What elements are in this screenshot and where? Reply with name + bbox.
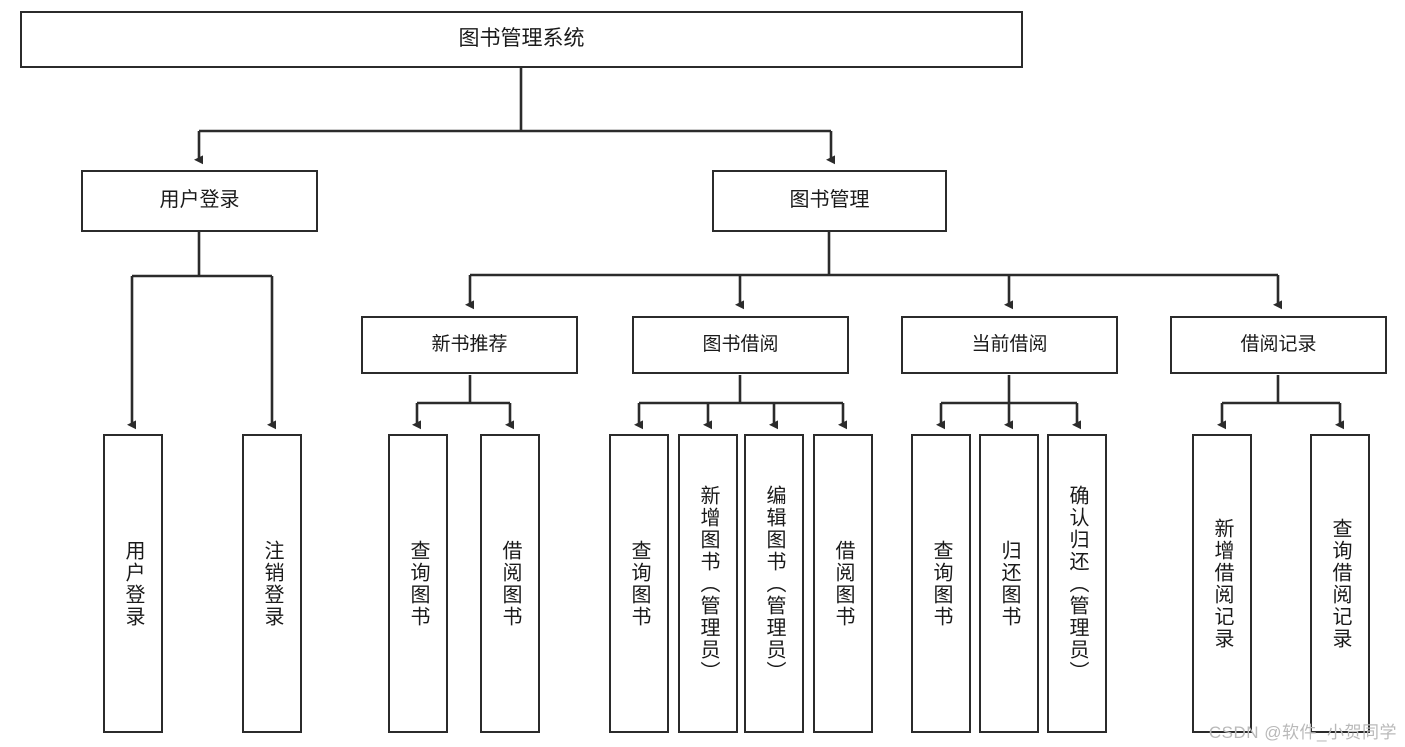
node-label: 借阅记录 bbox=[1240, 333, 1317, 355]
node-leaf-return-book[interactable]: 归还图书 bbox=[979, 434, 1039, 733]
node-leaf-query-book-3[interactable]: 查询图书 bbox=[911, 434, 971, 733]
node-new-book-recommend[interactable]: 新书推荐 bbox=[361, 316, 578, 374]
node-leaf-confirm-return[interactable]: 确认归还（管理员） bbox=[1047, 434, 1107, 733]
node-label: 查询图书 bbox=[407, 539, 429, 628]
node-label: 编辑图书（管理员） bbox=[763, 484, 785, 683]
node-leaf-edit-book[interactable]: 编辑图书（管理员） bbox=[744, 434, 804, 733]
node-label: 确认归还（管理员） bbox=[1066, 484, 1088, 683]
node-leaf-user-login[interactable]: 用户登录 bbox=[103, 434, 163, 733]
node-leaf-query-book-1[interactable]: 查询图书 bbox=[388, 434, 448, 733]
node-label: 注销登录 bbox=[261, 539, 283, 628]
node-label: 查询图书 bbox=[930, 539, 952, 628]
node-label: 新书推荐 bbox=[431, 333, 508, 355]
node-leaf-user-logout[interactable]: 注销登录 bbox=[242, 434, 302, 733]
node-book-borrow[interactable]: 图书借阅 bbox=[632, 316, 849, 374]
node-leaf-query-record[interactable]: 查询借阅记录 bbox=[1310, 434, 1370, 733]
node-label: 归还图书 bbox=[998, 539, 1020, 628]
node-leaf-borrow-book-2[interactable]: 借阅图书 bbox=[813, 434, 873, 733]
node-label: 新增图书（管理员） bbox=[697, 484, 719, 683]
node-label: 用户登录 bbox=[122, 539, 144, 628]
node-label: 图书借阅 bbox=[702, 333, 779, 355]
node-label: 查询借阅记录 bbox=[1329, 517, 1351, 650]
node-current-borrow[interactable]: 当前借阅 bbox=[901, 316, 1118, 374]
node-label: 新增借阅记录 bbox=[1211, 517, 1233, 650]
node-book-manage[interactable]: 图书管理 bbox=[712, 170, 947, 232]
node-label: 图书管理 bbox=[789, 189, 870, 212]
node-label: 借阅图书 bbox=[832, 539, 854, 628]
node-leaf-add-book[interactable]: 新增图书（管理员） bbox=[678, 434, 738, 733]
node-leaf-query-book-2[interactable]: 查询图书 bbox=[609, 434, 669, 733]
node-label: 查询图书 bbox=[628, 539, 650, 628]
node-user-login[interactable]: 用户登录 bbox=[81, 170, 318, 232]
node-leaf-borrow-book-1[interactable]: 借阅图书 bbox=[480, 434, 540, 733]
node-label: 用户登录 bbox=[159, 189, 240, 212]
node-label: 当前借阅 bbox=[971, 333, 1048, 355]
node-leaf-add-record[interactable]: 新增借阅记录 bbox=[1192, 434, 1252, 733]
watermark: CSDN @软件_小贺同学 bbox=[1208, 723, 1397, 742]
node-book-management-system[interactable]: 图书管理系统 bbox=[20, 11, 1023, 68]
node-label: 借阅图书 bbox=[499, 539, 521, 628]
node-borrow-record[interactable]: 借阅记录 bbox=[1170, 316, 1387, 374]
node-label: 图书管理系统 bbox=[458, 27, 585, 51]
